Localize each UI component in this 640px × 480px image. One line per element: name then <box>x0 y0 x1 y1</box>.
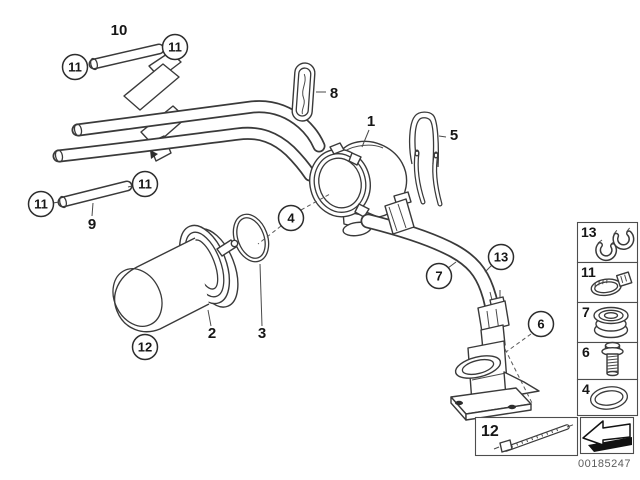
callout-4[interactable]: 4 <box>277 204 305 232</box>
hose-piece-10 <box>88 43 165 71</box>
callout-11-c[interactable]: 11 <box>131 170 159 198</box>
part-labels: 10 9 1 5 8 2 3 <box>88 22 458 342</box>
vent-tubes <box>413 149 443 207</box>
callout-6[interactable]: 6 <box>527 310 555 338</box>
direction-arrow-icon <box>582 420 632 452</box>
svg-text:11: 11 <box>68 60 82 75</box>
rubber-grommet-icon <box>593 306 629 339</box>
legend-sidebar: 13 11 <box>576 221 639 417</box>
svg-text:13: 13 <box>581 224 597 240</box>
fuel-hose-7 <box>360 213 501 360</box>
svg-text:11: 11 <box>168 40 182 55</box>
label-9[interactable]: 9 <box>88 216 96 233</box>
construction-lines <box>257 193 533 404</box>
hose-clamp-lower <box>477 290 510 335</box>
label-5[interactable]: 5 <box>450 127 458 144</box>
hose-clamp-icon <box>590 271 633 297</box>
accessory-box-12[interactable]: 12 <box>474 416 579 457</box>
svg-text:11: 11 <box>34 197 48 212</box>
hose-clamp-upper <box>384 191 415 235</box>
legend-row-7[interactable]: 7 <box>576 301 639 344</box>
retaining-clip-pair-icon <box>595 227 635 262</box>
label-2[interactable]: 2 <box>208 325 216 342</box>
label-10[interactable]: 10 <box>111 22 128 39</box>
svg-text:11: 11 <box>581 264 596 280</box>
fuel-lines <box>52 100 326 182</box>
svg-text:12: 12 <box>138 340 152 355</box>
o-ring-icon <box>589 386 629 410</box>
callout-11-d[interactable]: 11 <box>27 190 55 218</box>
svg-text:11: 11 <box>138 177 152 192</box>
u-clip-5 <box>408 111 439 168</box>
gasket-8 <box>291 62 316 122</box>
svg-text:13: 13 <box>494 250 508 265</box>
label-8[interactable]: 8 <box>330 85 338 102</box>
direction-box[interactable] <box>579 416 635 455</box>
image-number: 00185247 <box>578 458 631 470</box>
legend-row-13[interactable]: 13 <box>576 221 639 264</box>
legend-row-4[interactable]: 4 <box>576 378 639 417</box>
hose-piece-9 <box>57 180 133 209</box>
svg-text:6: 6 <box>537 317 544 332</box>
callout-11-a[interactable]: 11 <box>61 53 89 81</box>
flange-bolt-icon <box>601 341 624 377</box>
leader-lines <box>52 91 493 327</box>
callout-13[interactable]: 13 <box>487 243 515 271</box>
pump-unit-2 <box>112 224 239 333</box>
legend-row-11[interactable]: 11 <box>576 261 639 304</box>
svg-text:7: 7 <box>435 269 442 284</box>
svg-text:4: 4 <box>582 381 590 397</box>
label-1[interactable]: 1 <box>367 113 375 130</box>
legend-row-6[interactable]: 6 <box>576 341 639 381</box>
svg-text:6: 6 <box>582 344 590 360</box>
svg-text:12: 12 <box>481 423 499 440</box>
callout-11-b[interactable]: 11 <box>161 33 189 61</box>
callout-7[interactable]: 7 <box>425 262 453 290</box>
svg-text:4: 4 <box>287 211 295 226</box>
o-ring-3 <box>232 213 270 263</box>
support-bracket-6 <box>450 324 540 421</box>
callout-12[interactable]: 12 <box>131 333 159 361</box>
cable-tie-icon <box>493 424 574 453</box>
label-3[interactable]: 3 <box>258 325 266 342</box>
svg-text:7: 7 <box>582 304 590 320</box>
